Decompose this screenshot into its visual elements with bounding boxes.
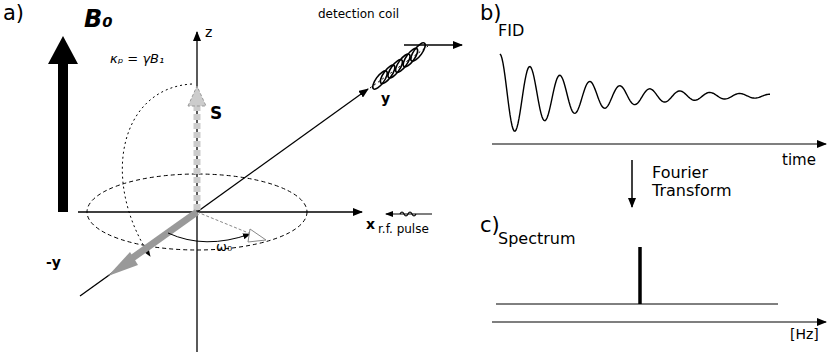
coil-winding	[408, 41, 427, 64]
axis-label: y	[381, 90, 390, 106]
nutation-arc	[122, 84, 192, 256]
b0-arrow	[48, 36, 78, 212]
fourier-arrow	[631, 160, 633, 207]
rf-pulse-arrow	[386, 212, 432, 216]
minus-y-axis	[80, 212, 197, 296]
spectrum-baseline	[496, 304, 778, 305]
detection-coil	[370, 41, 427, 92]
field-label: B₀	[84, 6, 113, 34]
frequency-axis	[492, 321, 826, 322]
time-axis	[492, 143, 826, 144]
frequency-label: ω₀	[216, 240, 232, 255]
spin-vector-transverse	[108, 212, 197, 276]
axis-label: z	[205, 24, 212, 40]
axis-label: -y	[46, 254, 61, 270]
coil-axis	[370, 46, 428, 88]
spin-label: S	[210, 104, 222, 124]
panel-title: FID	[498, 22, 524, 40]
coil-label: detection coil	[318, 8, 399, 22]
signal-arrow	[404, 44, 462, 46]
axis-label: [Hz]	[790, 326, 819, 342]
axis-label: x	[366, 216, 375, 232]
x-axis	[78, 211, 362, 212]
axis-label: time	[782, 152, 816, 169]
pulse-label: κₚ = γB₁	[110, 52, 164, 67]
panel-letter: c)	[480, 213, 500, 237]
spin-vector-initial	[188, 86, 206, 210]
pulse-label: r.f. pulse	[378, 223, 429, 237]
z-axis	[196, 32, 197, 352]
process-label: Fourier Transform	[652, 164, 742, 201]
precession-arrow	[168, 212, 266, 242]
panel-letter: a)	[3, 1, 24, 25]
fid-curve	[500, 54, 770, 131]
panel-title: Spectrum	[498, 230, 576, 248]
y-axis	[197, 89, 368, 212]
spectrum-peak	[638, 247, 642, 304]
